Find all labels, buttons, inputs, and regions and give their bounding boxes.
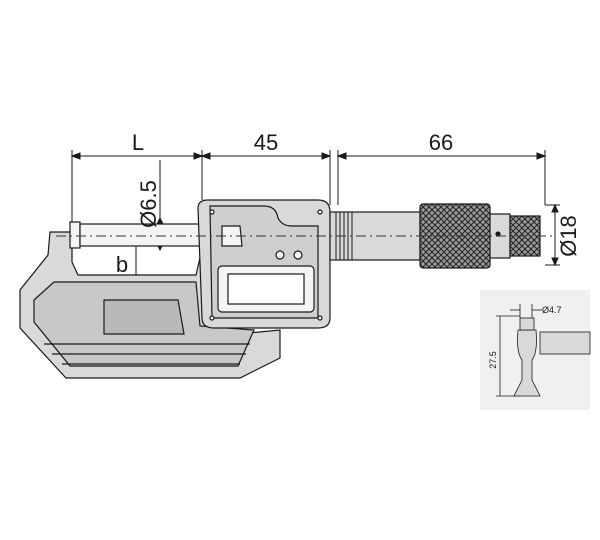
detail-tip-length: 27.5 (488, 351, 498, 369)
label-66: 66 (429, 130, 453, 155)
label-45: 45 (254, 130, 278, 155)
label-length: L (132, 130, 144, 155)
button-right (293, 250, 303, 260)
label-spindle-diameter: Ø6.5 (136, 180, 161, 228)
display-housing (197, 199, 331, 329)
detail-tip-diameter: Ø4.7 (542, 305, 562, 315)
label-thimble-diameter: Ø18 (556, 215, 581, 257)
anvil (69, 221, 81, 249)
tip-detail-panel: Ø4.7 27.5 (480, 290, 591, 410)
label-b: b (116, 252, 128, 277)
button-left (275, 250, 285, 260)
